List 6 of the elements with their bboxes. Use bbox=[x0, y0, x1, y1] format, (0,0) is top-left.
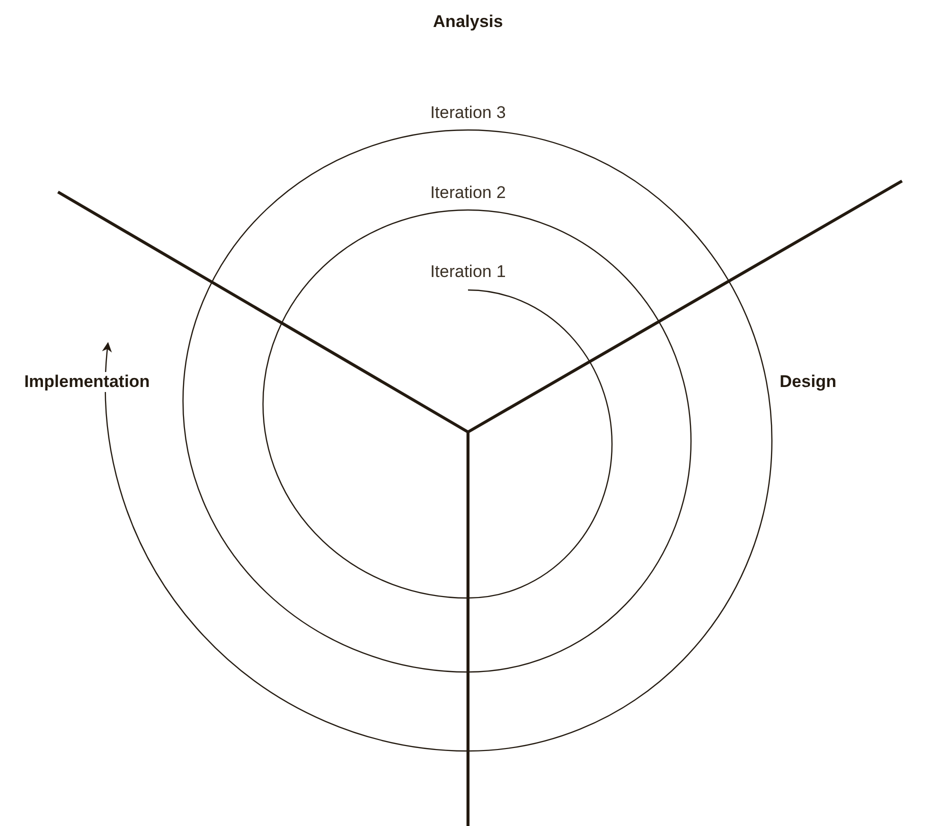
sector-label: Design bbox=[778, 372, 838, 392]
sector-label: Implementation bbox=[22, 372, 152, 392]
iteration-label: Iteration 3 bbox=[430, 103, 506, 123]
sector-label: Analysis bbox=[431, 12, 505, 32]
iteration-label: Iteration 1 bbox=[430, 262, 506, 282]
iteration-label: Iteration 2 bbox=[430, 183, 506, 203]
